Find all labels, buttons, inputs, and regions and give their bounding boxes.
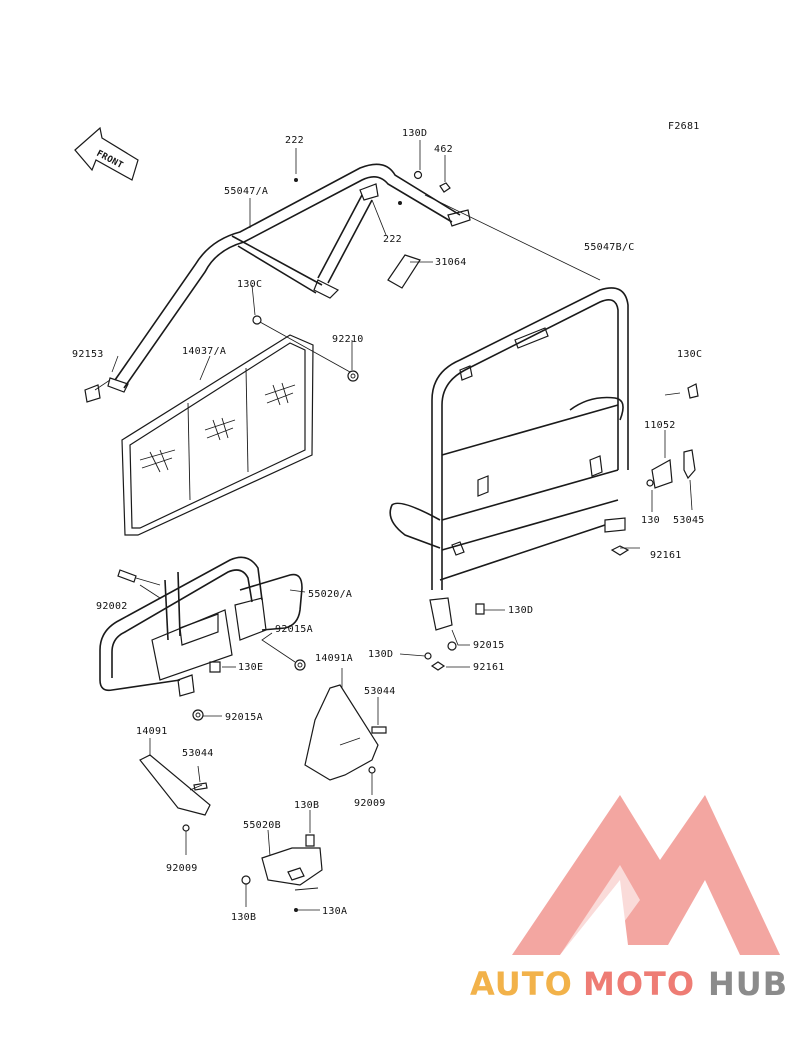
label-92153: 92153 xyxy=(72,349,104,360)
bolt-130c-right xyxy=(687,383,699,399)
bolt-92009-left xyxy=(182,824,190,832)
logo-text-hub: HUB xyxy=(708,965,788,1003)
nut-92015a-2 xyxy=(192,709,204,721)
label-222-mid: 222 xyxy=(383,234,402,245)
leader-lines xyxy=(111,140,693,911)
bolt-92153 xyxy=(84,379,111,403)
bolt-92009-right xyxy=(368,766,376,774)
label-222-top: 222 xyxy=(285,135,304,146)
label-92015a-2: 92015A xyxy=(225,712,263,723)
label-130c-right: 130C xyxy=(677,349,702,360)
washer-92161-right xyxy=(610,545,630,556)
label-55047bc: 55047B/C xyxy=(584,242,635,253)
label-130e: 130E xyxy=(238,662,263,673)
label-14091a: 14091A xyxy=(315,653,353,664)
figure-code: F2681 xyxy=(668,121,700,132)
label-130b-top: 130B xyxy=(294,800,319,811)
label-130b-low: 130B xyxy=(231,912,256,923)
washer-92161-low xyxy=(430,661,446,671)
label-92009-right: 92009 xyxy=(354,798,386,809)
label-11052: 11052 xyxy=(644,420,676,431)
label-130: 130 xyxy=(641,515,660,526)
label-92009-left: 92009 xyxy=(166,863,198,874)
label-53045: 53045 xyxy=(673,515,705,526)
net-panel-14037a xyxy=(121,334,314,536)
cage-rear-55047bc xyxy=(389,194,629,631)
label-14037a: 14037/A xyxy=(182,346,226,357)
plate-14091a xyxy=(304,684,379,781)
label-31064: 31064 xyxy=(435,257,467,268)
label-462: 462 xyxy=(434,144,453,155)
label-53044-right: 53044 xyxy=(364,686,396,697)
plate-55020b xyxy=(261,847,323,891)
label-14091: 14091 xyxy=(136,726,168,737)
bolt-130b-top xyxy=(305,834,315,847)
bolt-222-mid xyxy=(398,201,402,205)
bolt-130d-mid xyxy=(475,603,485,615)
bolt-130e xyxy=(209,661,221,673)
label-92161-low: 92161 xyxy=(473,662,505,673)
label-92015a-1: 92015A xyxy=(275,624,313,635)
automotohub-logo xyxy=(512,795,780,955)
label-130c-left: 130C xyxy=(237,279,262,290)
roll-bar-front-55047a xyxy=(107,163,471,393)
label-92002: 92002 xyxy=(96,601,128,612)
nut-92210 xyxy=(347,370,359,382)
pin-53044-left xyxy=(193,782,208,791)
label-55020a: 55020/A xyxy=(308,589,352,600)
label-130d-low: 130D xyxy=(368,649,393,660)
label-92161-right: 92161 xyxy=(650,550,682,561)
front-arrow-icon: FRONT xyxy=(74,126,139,181)
label-130d-mid: 130D xyxy=(508,605,533,616)
plate-14091 xyxy=(139,754,211,816)
nut-92015a-1 xyxy=(294,659,306,671)
bolt-130d-top xyxy=(413,170,423,180)
label-92015: 92015 xyxy=(473,640,505,651)
bracket-11052 xyxy=(651,449,696,489)
logo-text-moto: MOTO xyxy=(583,965,695,1003)
pin-53044-right xyxy=(371,726,387,734)
label-53044-left: 53044 xyxy=(182,748,214,759)
label-55020b: 55020B xyxy=(243,820,281,831)
bolt-130d-low xyxy=(424,652,432,660)
label-130a: 130A xyxy=(322,906,347,917)
nut-462 xyxy=(439,182,451,193)
logo-text-auto: AUTO xyxy=(470,965,573,1003)
bumper-front-55020a xyxy=(99,556,303,697)
label-92210: 92210 xyxy=(332,334,364,345)
bolt-130c-left xyxy=(252,315,351,373)
bolt-222-top xyxy=(294,178,298,182)
label-130d-top: 130D xyxy=(402,128,427,139)
label-55047a: 55047/A xyxy=(224,186,268,197)
bolt-130-right xyxy=(646,479,654,487)
bolt-130a xyxy=(294,908,298,912)
bolt-92002 xyxy=(117,569,161,586)
nut-92015 xyxy=(447,641,457,651)
bolt-130b-low xyxy=(241,875,251,885)
